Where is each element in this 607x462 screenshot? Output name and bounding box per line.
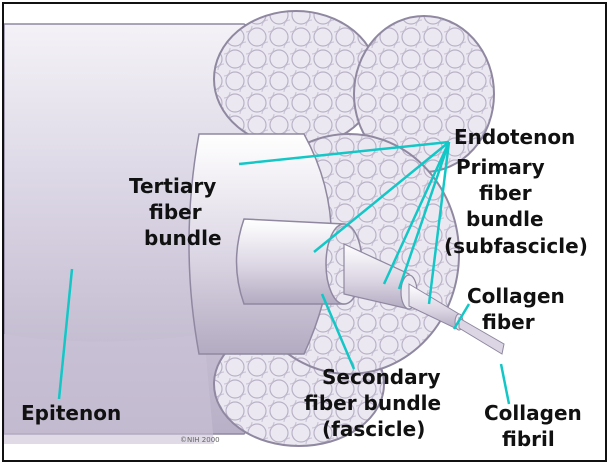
primary-bundle-label-4: (subfascicle)	[444, 234, 588, 258]
collagen-fibril-label-1: Collagen	[484, 401, 582, 425]
primary-bundle-label-2: fiber	[479, 181, 532, 205]
primary-bundle-label-1: Primary	[456, 155, 545, 179]
collagen-fiber-label-1: Collagen	[467, 284, 565, 308]
epitenon-lower-fold	[4, 334, 214, 444]
tendon-diagram: Endotenon Primary fiber bundle (subfasci…	[4, 4, 605, 460]
tertiary-bundle-label-3: bundle	[144, 226, 222, 250]
tertiary-bundle-label-1: Tertiary	[129, 174, 216, 198]
primary-bundle-label-3: bundle	[466, 207, 544, 231]
epitenon-label: Epitenon	[21, 401, 121, 425]
tertiary-bundle-label-2: fiber	[149, 200, 202, 224]
secondary-bundle-label-1: Secondary	[322, 365, 441, 389]
collagen-fiber-label-2: fiber	[482, 310, 535, 334]
endotenon-label: Endotenon	[454, 125, 575, 149]
secondary-bundle-label-3: (fascicle)	[322, 417, 425, 441]
secondary-bundle-label-2: fiber bundle	[304, 391, 441, 415]
copyright-mark: ©NIH 2000	[180, 436, 220, 444]
collagen-fibril-label-2: fibril	[502, 427, 555, 451]
